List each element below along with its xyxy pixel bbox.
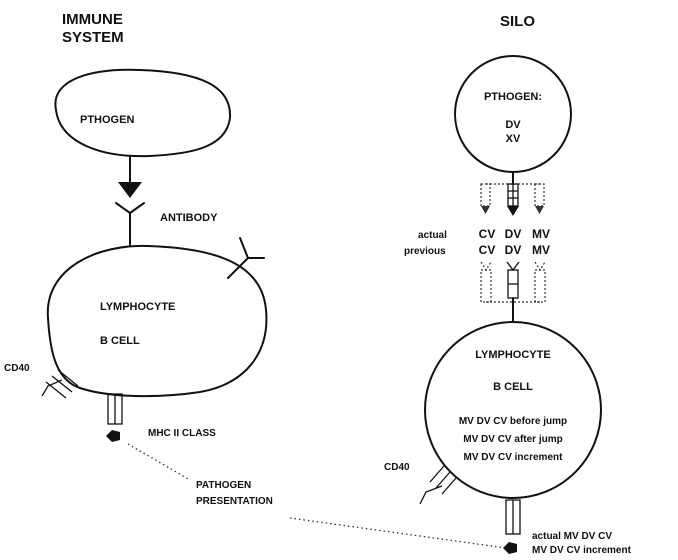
- immune-antigen-dot: [106, 430, 120, 442]
- antibody-receptor-icon: [115, 202, 145, 214]
- silo-cell-line-after-jump: MV DV CV after jump: [463, 434, 562, 445]
- silo-cell-line-before-jump: MV DV CV before jump: [459, 416, 567, 427]
- antibody-label: ANTIBODY: [160, 212, 218, 224]
- silo-upper-connector: [480, 171, 545, 216]
- silo-actual-cv: CV: [479, 227, 496, 241]
- silo-previous-dv: DV: [505, 243, 522, 257]
- immune-title-line1: IMMUNE: [62, 11, 123, 28]
- silo-previous-cv: CV: [479, 243, 496, 257]
- silo-cd40-receptor-icon: [419, 465, 457, 505]
- silo-pathogen-dv: DV: [505, 119, 521, 131]
- immune-bcell-label: B CELL: [100, 335, 140, 347]
- silo-pathogen-label: PTHOGEN:: [484, 91, 542, 103]
- silo-lower-connector: [480, 261, 546, 323]
- presentation-dotted-line-right: [289, 517, 507, 549]
- silo-previous-mv: MV: [532, 243, 550, 257]
- presentation-label-line2: PRESENTATION: [196, 496, 273, 507]
- down-arrow-icon: [118, 182, 142, 198]
- presentation-dotted-line-left: [127, 443, 191, 481]
- immune-lymphocyte-label: LYMPHOCYTE: [100, 301, 175, 313]
- silo-previous-label: previous: [404, 246, 446, 257]
- presentation-label-line1: PATHOGEN: [196, 480, 251, 491]
- immune-lymphocyte-cell: [46, 244, 268, 398]
- silo-cd40-label: CD40: [384, 462, 410, 473]
- silo-output-line1: actual MV DV CV: [532, 531, 612, 542]
- silo-actual-dv: DV: [505, 227, 522, 241]
- silo-output-dot: [503, 542, 517, 554]
- side-receptor-icon: [239, 237, 265, 259]
- silo-actual-label: actual: [418, 230, 447, 241]
- immune-title-line2: SYSTEM: [62, 29, 124, 46]
- silo-output-line2: MV DV CV increment: [532, 545, 632, 556]
- side-receptor-stem: [227, 257, 249, 279]
- silo-title: SILO: [500, 13, 535, 30]
- silo-pathogen-circle: [454, 55, 572, 173]
- immune-mhc-label: MHC II CLASS: [148, 428, 216, 439]
- immune-pathogen-label: PTHOGEN: [80, 114, 134, 126]
- immune-cd40-label: CD40: [4, 363, 30, 374]
- silo-actual-mv: MV: [532, 227, 550, 241]
- silo-cell-line-increment: MV DV CV increment: [464, 452, 564, 463]
- silo-pathogen-xv: XV: [506, 133, 521, 145]
- silo-bcell-label: B CELL: [493, 381, 533, 393]
- silo-lymphocyte-cell: [424, 321, 602, 499]
- silo-lymphocyte-label: LYMPHOCYTE: [475, 349, 550, 361]
- immune-pathogen-blob: [54, 68, 232, 158]
- immune-cd40-receptor-icon: [41, 369, 79, 399]
